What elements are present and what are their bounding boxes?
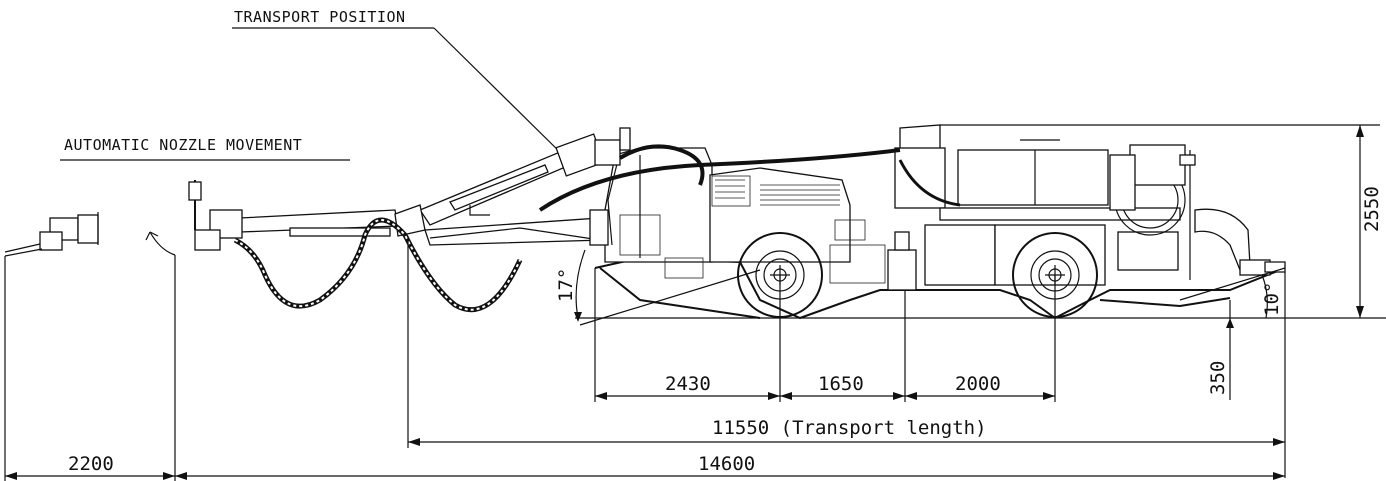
dim-transport-length: 11550 (Transport length) — [407, 236, 1286, 478]
boom-extended — [145, 180, 609, 256]
approach-angle: 17° — [555, 249, 761, 326]
transport-position-label: TRANSPORT POSITION — [234, 8, 406, 26]
machine-body — [594, 124, 1286, 320]
ground-clearance-value: 350 — [1207, 361, 1229, 395]
dim-ground-clearance: 350 — [1207, 300, 1234, 400]
wheelbase-rear-value: 2000 — [955, 373, 1001, 395]
automatic-nozzle-callout: AUTOMATIC NOZZLE MOVEMENT — [60, 136, 350, 161]
approach-angle-value: 17° — [555, 268, 577, 302]
nozzle-extension-value: 2200 — [68, 453, 114, 475]
dim-chain-wheelbase: 2430 1650 2000 — [594, 268, 1056, 402]
automatic-nozzle-label: AUTOMATIC NOZZLE MOVEMENT — [64, 136, 302, 154]
nozzle-extended — [4, 212, 99, 257]
front-overhang-value: 2430 — [665, 373, 711, 395]
overall-height-value: 2550 — [1361, 186, 1383, 232]
transport-position-callout: TRANSPORT POSITION — [232, 8, 569, 161]
wheelbase-front-value: 1650 — [818, 373, 864, 395]
departure-angle: 10° — [1179, 267, 1286, 319]
departure-angle-value: 10° — [1261, 282, 1283, 316]
shotcrete-hose — [233, 144, 961, 313]
dim-overall-height: 2550 — [940, 124, 1383, 318]
boom-transport-position — [419, 127, 631, 226]
total-reach-value: 14600 — [698, 453, 755, 475]
transport-length-value: 11550 (Transport length) — [712, 417, 987, 439]
dim-total-reach: 2200 14600 — [4, 255, 1285, 481]
